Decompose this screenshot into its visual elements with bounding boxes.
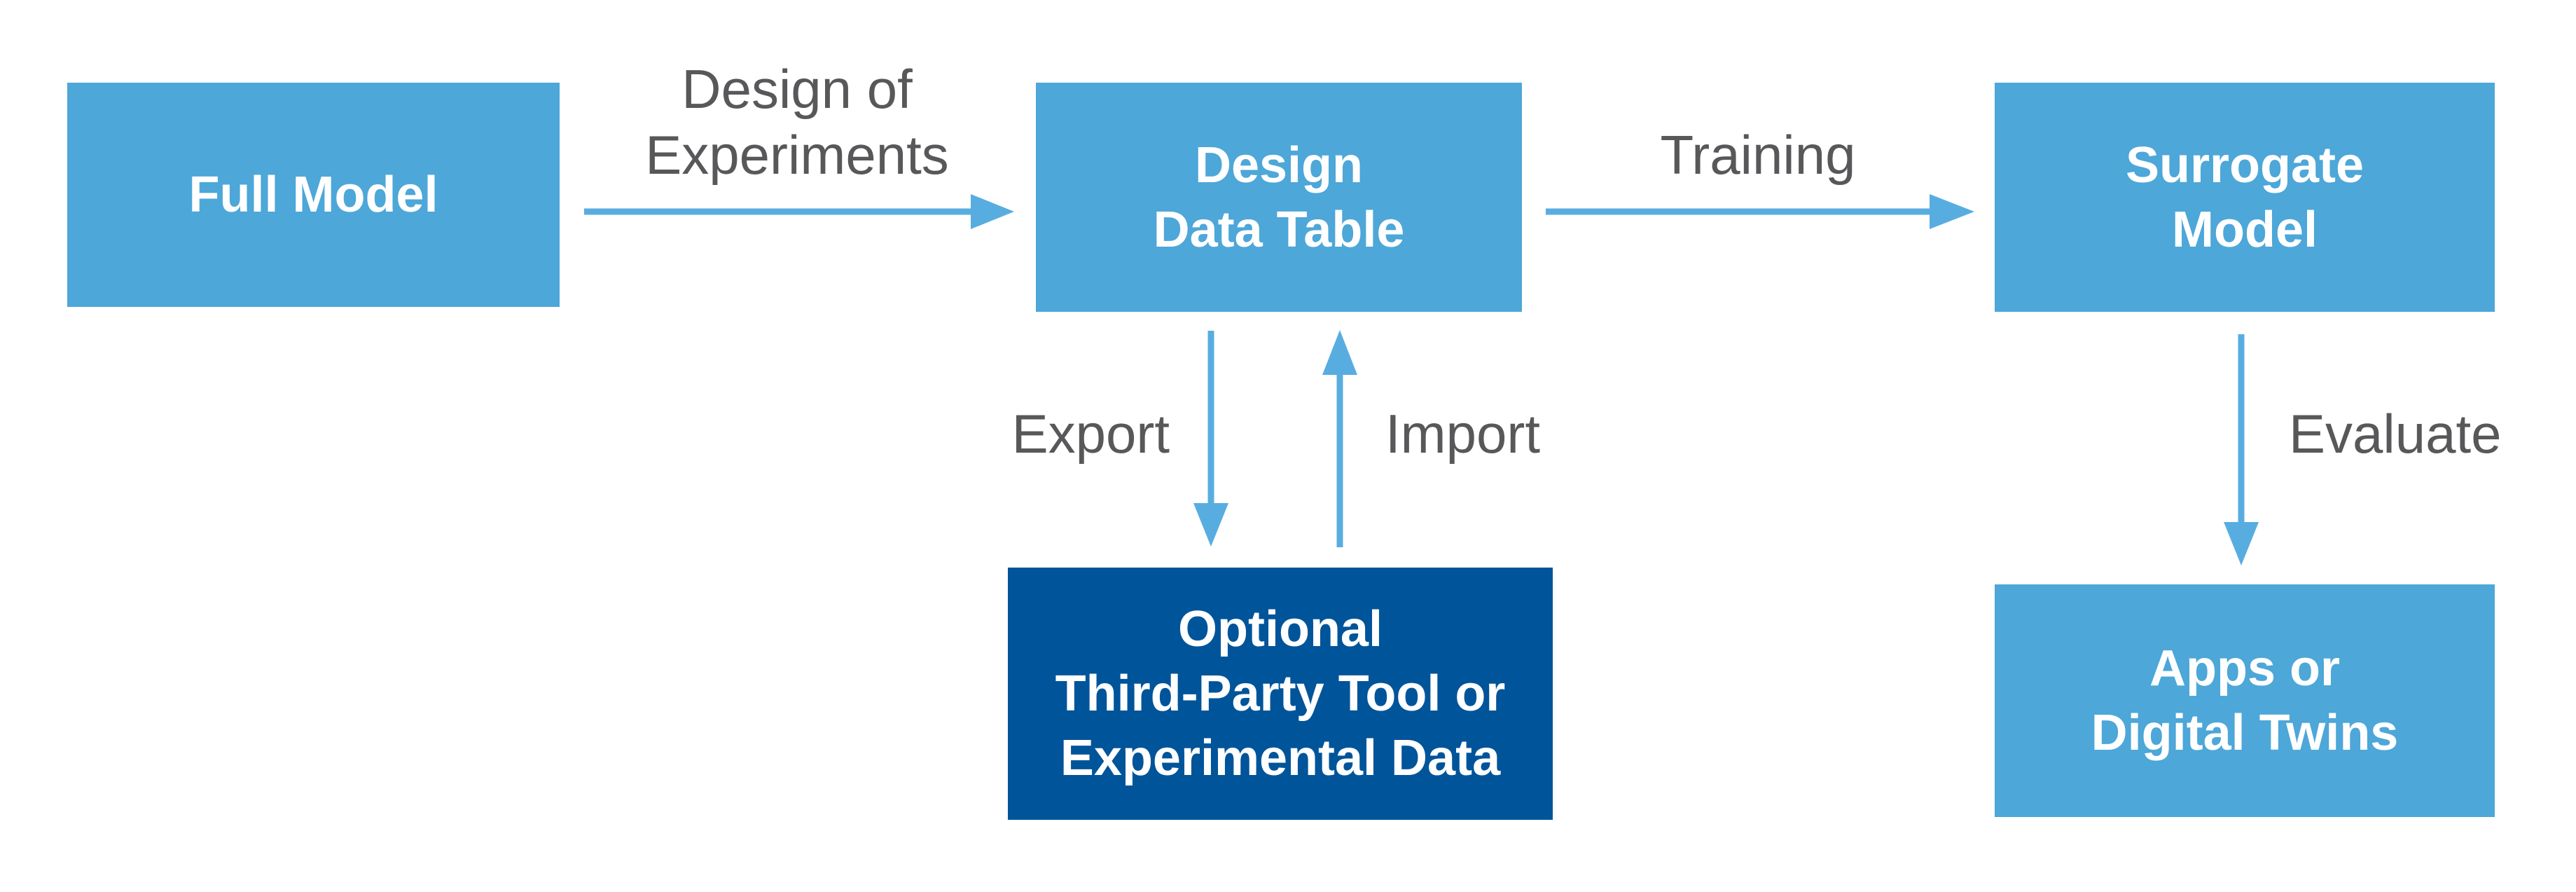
design-data-table-box-text: Design Data Table	[1154, 133, 1405, 262]
import-arrow	[1322, 330, 1357, 547]
export-label: Export	[1011, 403, 1170, 465]
design-of-experiments-label: Design of Experiments	[552, 56, 1042, 188]
arrow-head	[1930, 194, 1974, 229]
surrogate-model-box: Surrogate Model	[1995, 83, 2495, 312]
box-label-line: Digital Twins	[2091, 705, 2399, 761]
full-model-box-text: Full Model	[189, 163, 438, 227]
apps-digital-twins-box: Apps or Digital Twins	[1995, 584, 2495, 817]
full-model-box: Full Model	[67, 83, 560, 307]
evaluate-label: Evaluate	[2289, 403, 2502, 465]
apps-digital-twins-box-text: Apps or Digital Twins	[2091, 636, 2399, 765]
design-data-table-box: Design Data Table	[1036, 83, 1522, 312]
box-label-line: Third-Party Tool or	[1055, 666, 1506, 722]
import-label: Import	[1385, 403, 1541, 465]
box-label-line: Design	[1194, 137, 1364, 193]
design-of-experiments-arrow	[584, 194, 1014, 229]
box-label-line: Surrogate	[2125, 137, 2364, 193]
arrow-label-line: Experiments	[645, 124, 949, 186]
box-label-line: Full Model	[188, 167, 438, 223]
optional-third-party-box: Optional Third-Party Tool or Experimenta…	[1008, 568, 1553, 820]
arrow-head	[1322, 330, 1357, 375]
arrow-head	[2224, 522, 2259, 565]
box-label-line: Data Table	[1153, 201, 1405, 258]
arrow-head	[971, 194, 1014, 229]
box-label-line: Optional	[1178, 601, 1383, 657]
box-label-line: Apps or	[2149, 640, 2340, 697]
training-label: Training	[1660, 124, 1856, 186]
export-arrow	[1193, 331, 1228, 547]
evaluate-arrow	[2224, 334, 2259, 565]
box-label-line: Model	[2172, 201, 2318, 258]
training-arrow	[1546, 194, 1974, 229]
surrogate-model-box-text: Surrogate Model	[2126, 133, 2364, 262]
box-label-line: Experimental Data	[1060, 730, 1501, 786]
arrow-head	[1193, 503, 1228, 547]
optional-third-party-box-text: Optional Third-Party Tool or Experimenta…	[1055, 597, 1506, 790]
arrow-label-line: Design of	[681, 58, 913, 120]
